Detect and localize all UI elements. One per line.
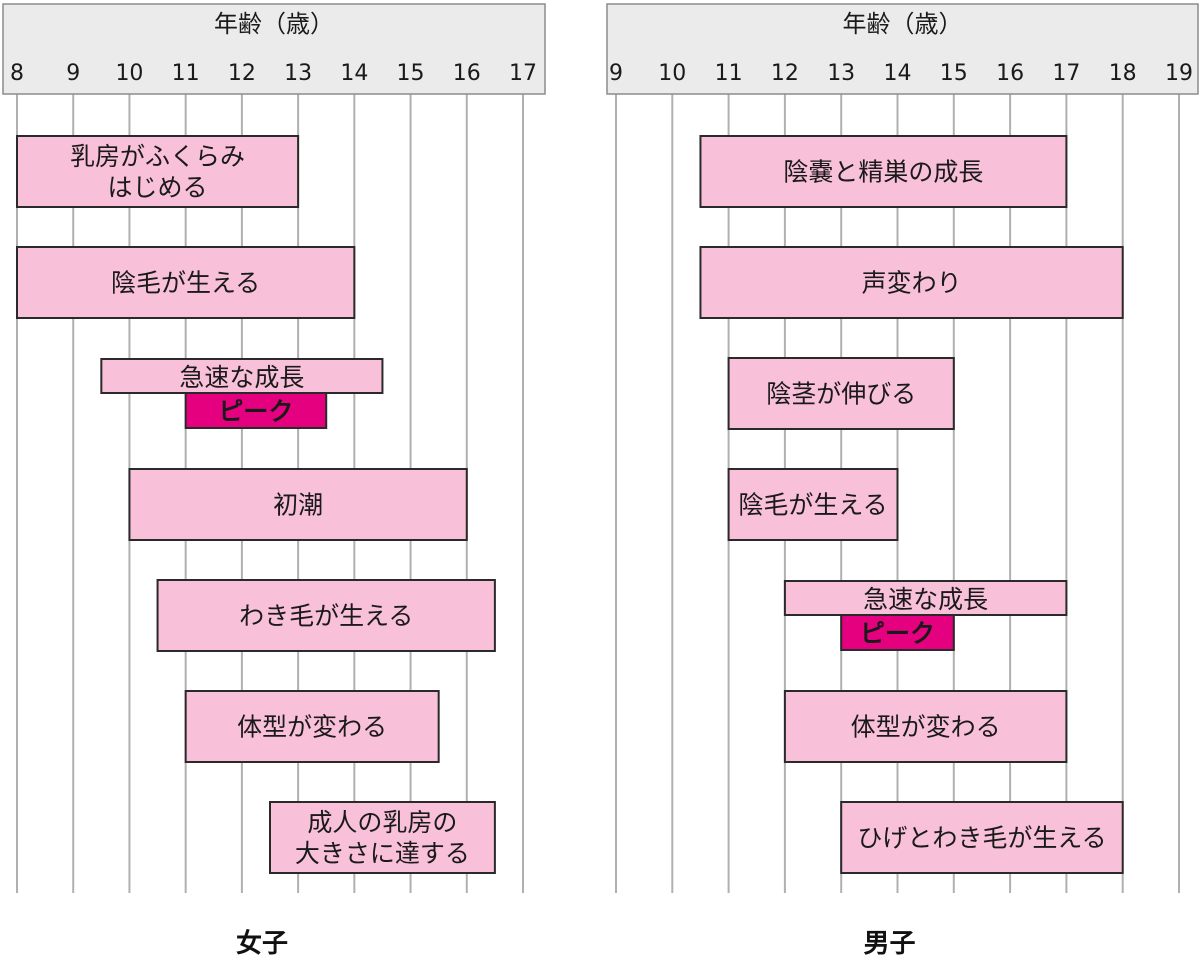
- bar-boys-2: [727, 357, 955, 430]
- tick-label: 9: [609, 61, 623, 86]
- bar-label: 初潮: [273, 491, 323, 520]
- bar-boys-1: [699, 246, 1124, 319]
- bar-label: 声変わり: [862, 269, 962, 298]
- peak-label: ピーク: [218, 397, 293, 426]
- tick-label: 17: [1052, 61, 1080, 86]
- tick-label: 18: [1109, 61, 1137, 86]
- tick-label: 14: [884, 61, 912, 86]
- tick-label: 10: [115, 61, 143, 86]
- bar-label: 体型が変わる: [851, 713, 1001, 742]
- tick-label: 13: [284, 61, 312, 86]
- axis-header: [2, 3, 546, 95]
- bar-girls-6: [269, 801, 496, 874]
- bar-girls-5: [184, 690, 440, 763]
- bar-girls-2: [100, 358, 384, 394]
- bar-label: ひげとわき毛が生える: [857, 824, 1106, 853]
- tick-label: 15: [397, 61, 425, 86]
- bar-boys-4: [783, 580, 1068, 616]
- tick-label: 12: [771, 61, 799, 86]
- tick-label: 17: [509, 61, 537, 86]
- panel-girls: 年齢（歳） 8 9 10 11 12 13 14 15 16 17 乳房がふくらみはじめる陰毛が生える…: [2, 3, 546, 959]
- bar-label: 成人の乳房の: [307, 808, 457, 837]
- bar-label: 急速な成長: [179, 363, 304, 392]
- panel-title: 男子: [863, 929, 915, 959]
- tick-label: 11: [172, 61, 200, 86]
- x-axis-label: 年齢（歳）: [214, 10, 334, 38]
- tick-label: 8: [10, 61, 24, 86]
- bar-label: 陰毛が生える: [111, 269, 260, 298]
- tick-label: 13: [827, 61, 855, 86]
- bar-boys-5: [783, 690, 1068, 763]
- tick-label: 16: [453, 61, 481, 86]
- bar-girls-1: [16, 246, 356, 319]
- tick-label: 10: [658, 61, 686, 86]
- axis-header: [606, 3, 1199, 95]
- bar-label: 乳房がふくらみ: [70, 142, 245, 171]
- tick-label: 16: [996, 61, 1024, 86]
- bar-girls-0: [16, 135, 300, 208]
- x-axis-label: 年齢（歳）: [843, 10, 963, 38]
- peak-bar-girls: [184, 392, 328, 429]
- bar-girls-3: [128, 468, 468, 541]
- bar-label: 急速な成長: [863, 585, 988, 614]
- bar-label: 大きさに達する: [295, 839, 470, 868]
- bar-boys-0: [699, 135, 1068, 208]
- tick-label: 11: [715, 61, 743, 86]
- tick-label: 9: [66, 61, 80, 86]
- bar-label: 陰嚢と精巣の成長: [783, 158, 983, 187]
- peak-bar-boys: [840, 614, 955, 651]
- panel-title: 女子: [236, 928, 288, 959]
- bar-label: 陰茎が伸びる: [766, 380, 916, 409]
- bar-boys-3: [727, 468, 899, 541]
- tick-label: 15: [940, 61, 968, 86]
- panel-boys: 年齢（歳） 9 10 11 12 13 14 15 16 17 18 19 陰嚢と精巣の成長声変わり陰茎…: [606, 3, 1199, 959]
- bar-girls-4: [156, 579, 496, 652]
- bar-boys-6: [840, 801, 1124, 874]
- bar-label: 陰毛が生える: [738, 491, 887, 520]
- peak-label: ピーク: [860, 619, 935, 648]
- bar-label: はじめる: [108, 173, 208, 202]
- bar-label: 体型が変わる: [237, 713, 387, 742]
- bar-label: わき毛が生える: [239, 602, 413, 631]
- tick-label: 19: [1165, 61, 1193, 86]
- tick-label: 12: [228, 61, 256, 86]
- tick-label: 14: [340, 61, 368, 86]
